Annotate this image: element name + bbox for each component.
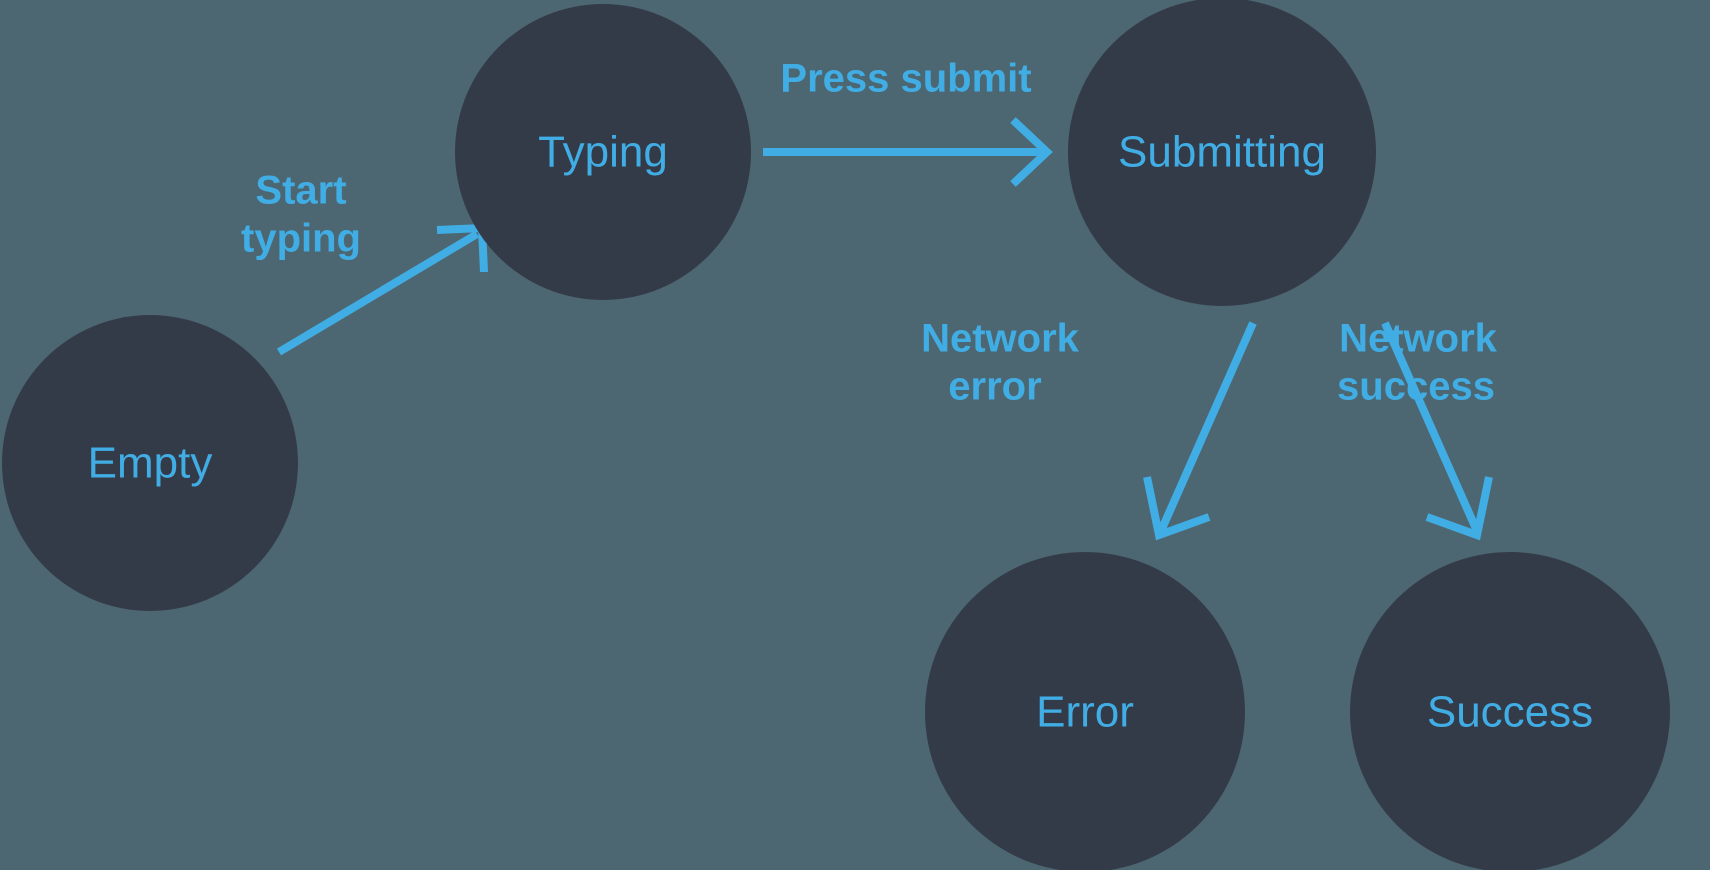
edge-label-network-error: Network error [921,317,1080,409]
edge-submitting-to-success [1381,321,1493,541]
state-node-success[interactable]: Success [1350,552,1670,870]
state-node-submitting-circle[interactable] [1068,0,1376,306]
state-node-success-label: Success [1427,688,1593,737]
state-node-submitting-label: Submitting [1118,128,1326,177]
edge-label-start-typing: Start typing [241,169,361,261]
state-node-success-circle[interactable] [1350,552,1670,870]
state-node-empty-circle[interactable] [2,315,298,611]
edge-empty-to-typing-line [276,230,480,356]
edge-label-network-error-line2: error [948,365,1041,409]
state-node-typing[interactable]: Typing [455,4,751,300]
state-node-error-circle[interactable] [925,552,1245,870]
state-node-submitting[interactable]: Submitting [1068,0,1376,306]
edge-label-network-success-line2: success [1337,365,1495,409]
edge-submitting-to-success-arrowhead [1425,476,1493,541]
edge-submitting-to-error-line [1157,321,1257,533]
edge-label-start-typing-line2: typing [241,217,361,261]
state-node-error-label: Error [1036,688,1134,737]
edge-submitting-to-error-arrowhead [1143,476,1211,541]
state-node-empty-label: Empty [88,439,213,488]
edge-submitting-to-error [1143,321,1257,541]
edge-label-press-submit: Press submit [780,57,1031,101]
state-node-error[interactable]: Error [925,552,1245,870]
edge-typing-to-submitting [763,117,1053,187]
state-node-typing-circle[interactable] [455,4,751,300]
edge-label-start-typing-line1: Start [255,169,346,213]
edge-label-network-success-line1: Network [1339,317,1498,361]
edge-typing-to-submitting-arrowhead [1010,117,1053,187]
edge-label-network-success: Network success [1337,317,1498,409]
state-node-typing-label: Typing [538,128,668,177]
state-node-empty[interactable]: Empty [2,315,298,611]
edge-label-press-submit-line1: Press submit [780,57,1031,101]
edge-label-network-error-line1: Network [921,317,1080,361]
edge-submitting-to-success-line [1381,321,1481,533]
